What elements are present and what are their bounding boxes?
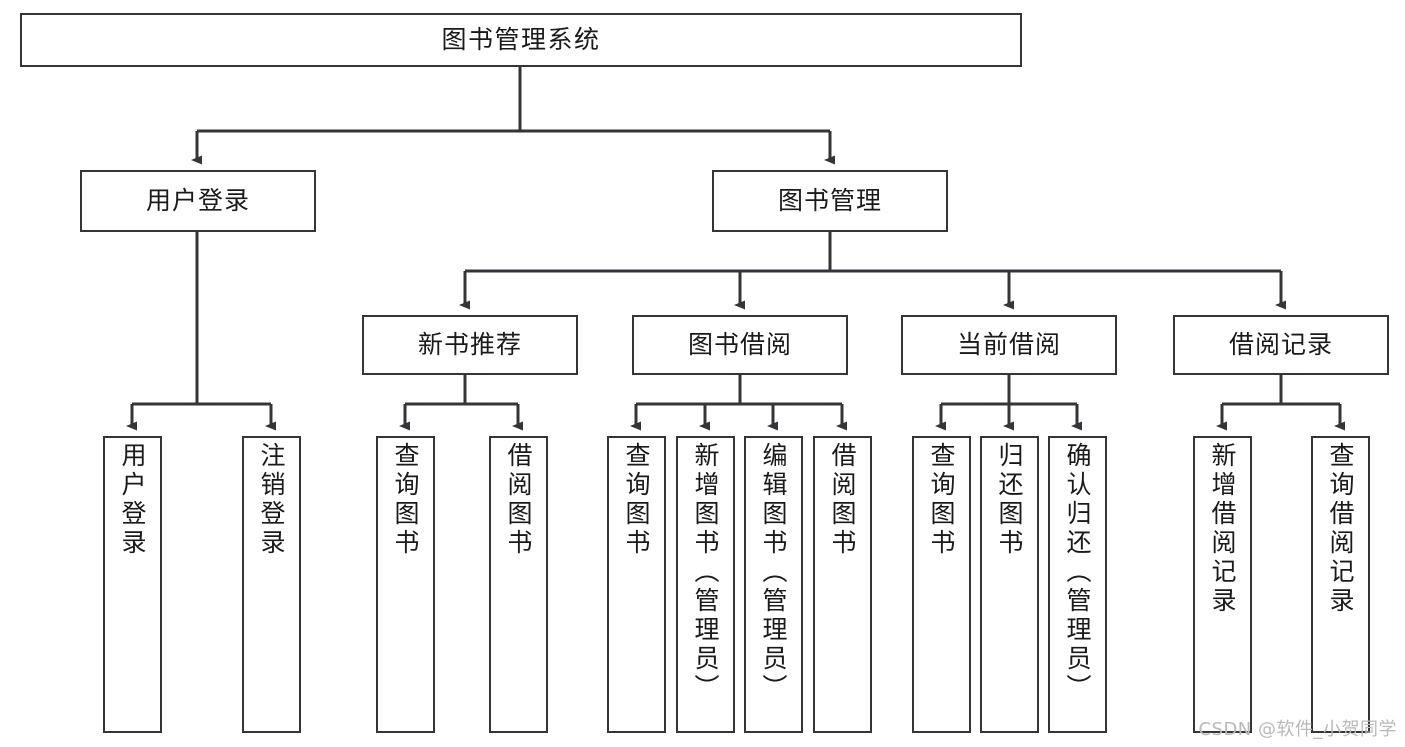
node-book-borrow[interactable]: 图书借阅 xyxy=(632,315,848,375)
leaf-logout[interactable]: 注销登录 xyxy=(242,436,301,733)
leaf-query-book-3[interactable]: 查询图书 xyxy=(912,436,971,733)
leaf-add-book-label: 新增图书（管理员） xyxy=(691,442,720,703)
node-book-manage[interactable]: 图书管理 xyxy=(712,170,948,232)
node-book-borrow-label: 图书借阅 xyxy=(687,329,792,359)
node-user-login[interactable]: 用户登录 xyxy=(80,170,316,232)
leaf-edit-book-label: 编辑图书（管理员） xyxy=(759,442,788,703)
watermark-text: CSDN @软件_小贺同学 xyxy=(1198,719,1397,740)
node-borrow-record-label: 借阅记录 xyxy=(1228,329,1333,359)
leaf-query-book-3-label: 查询图书 xyxy=(927,442,956,558)
node-new-book-rec-label: 新书推荐 xyxy=(417,329,522,359)
leaf-query-book-1-label: 查询图书 xyxy=(391,442,420,558)
leaf-borrow-book-1-label: 借阅图书 xyxy=(504,442,533,558)
leaf-confirm-return-label: 确认归还（管理员） xyxy=(1063,442,1092,703)
node-new-book-rec[interactable]: 新书推荐 xyxy=(362,315,578,375)
node-current-borrow[interactable]: 当前借阅 xyxy=(901,315,1117,375)
node-root-label: 图书管理系统 xyxy=(441,24,601,54)
leaf-query-book-1[interactable]: 查询图书 xyxy=(376,436,435,733)
leaf-query-record[interactable]: 查询借阅记录 xyxy=(1311,436,1370,733)
leaf-borrow-book-1[interactable]: 借阅图书 xyxy=(489,436,548,733)
leaf-borrow-book-2[interactable]: 借阅图书 xyxy=(813,436,872,733)
leaf-user-login[interactable]: 用户登录 xyxy=(103,436,162,733)
leaf-return-book[interactable]: 归还图书 xyxy=(980,436,1039,733)
leaf-confirm-return[interactable]: 确认归还（管理员） xyxy=(1048,436,1107,733)
leaf-logout-label: 注销登录 xyxy=(257,442,286,558)
node-user-login-label: 用户登录 xyxy=(145,185,250,215)
leaf-return-book-label: 归还图书 xyxy=(995,442,1024,558)
leaf-query-book-2[interactable]: 查询图书 xyxy=(607,436,666,733)
leaf-add-record[interactable]: 新增借阅记录 xyxy=(1193,436,1252,733)
leaf-edit-book[interactable]: 编辑图书（管理员） xyxy=(744,436,803,733)
node-borrow-record[interactable]: 借阅记录 xyxy=(1173,315,1389,375)
leaf-borrow-book-2-label: 借阅图书 xyxy=(828,442,857,558)
leaf-user-login-label: 用户登录 xyxy=(118,442,147,558)
leaf-query-record-label: 查询借阅记录 xyxy=(1326,442,1355,616)
leaf-add-book[interactable]: 新增图书（管理员） xyxy=(676,436,735,733)
node-current-borrow-label: 当前借阅 xyxy=(956,329,1061,359)
node-root[interactable]: 图书管理系统 xyxy=(20,13,1022,67)
node-book-manage-label: 图书管理 xyxy=(777,185,882,215)
leaf-query-book-2-label: 查询图书 xyxy=(622,442,651,558)
leaf-add-record-label: 新增借阅记录 xyxy=(1208,442,1237,616)
